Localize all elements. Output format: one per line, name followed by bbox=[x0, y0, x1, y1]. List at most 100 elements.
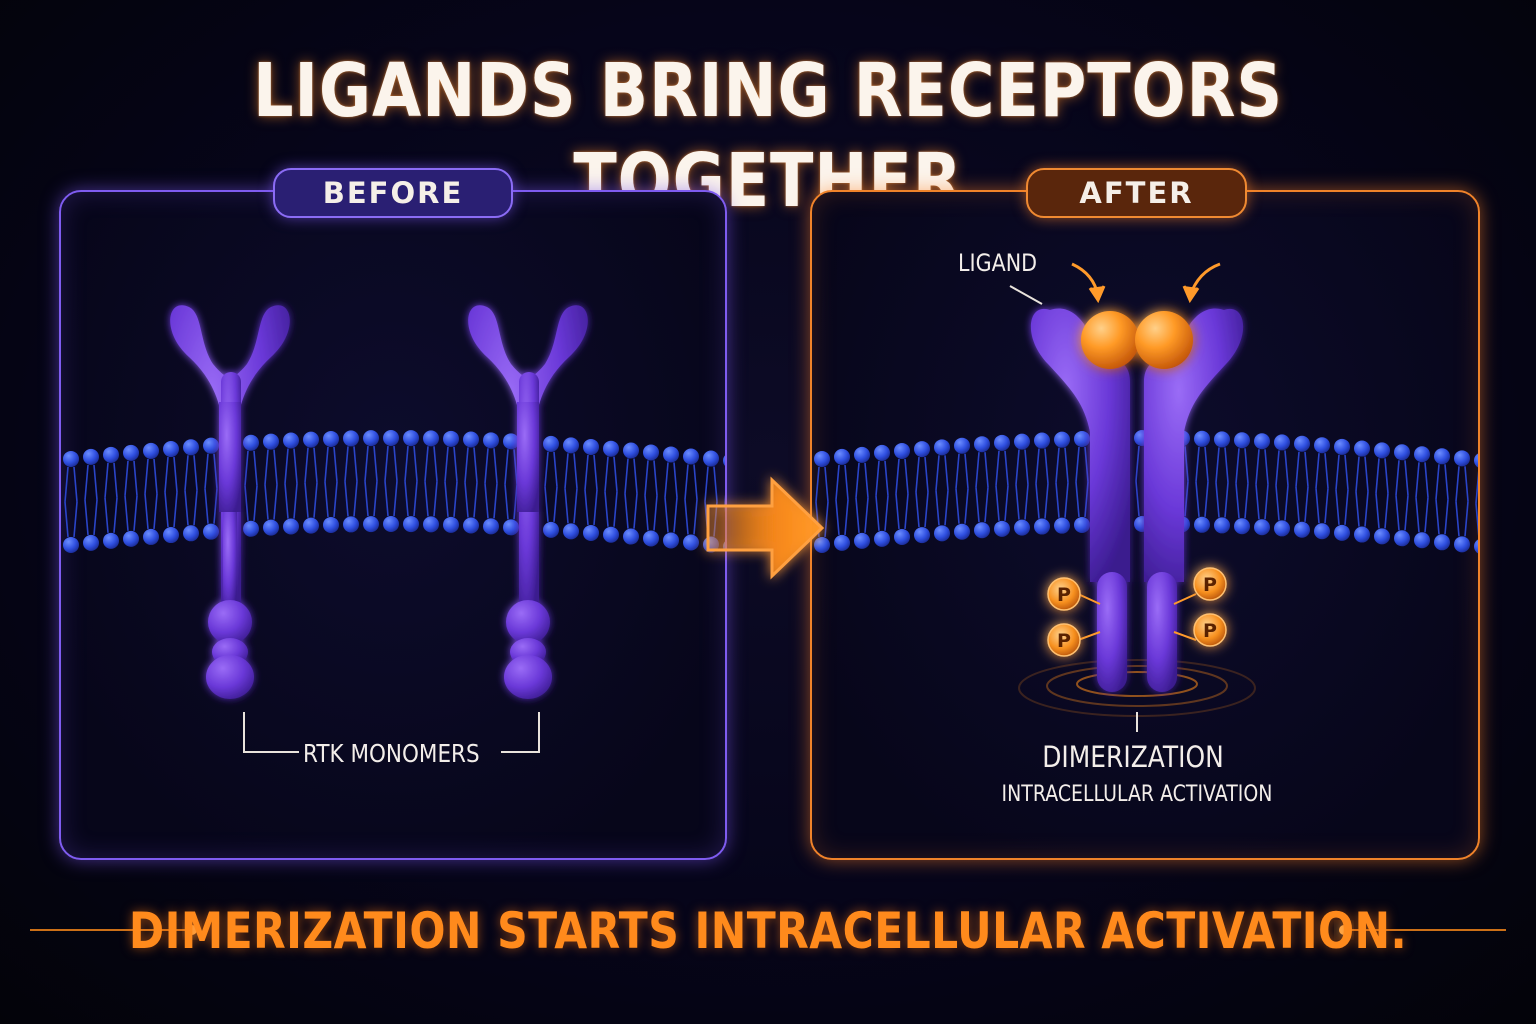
lipid-tail bbox=[1296, 452, 1299, 487]
lipid-tail bbox=[956, 489, 959, 524]
lipid-head bbox=[1354, 441, 1370, 457]
lipid-tail bbox=[1345, 455, 1348, 490]
lipid-tail bbox=[625, 459, 628, 494]
lipid-head bbox=[874, 531, 890, 547]
lipid-tail bbox=[916, 457, 919, 492]
lipid-tail bbox=[1385, 458, 1388, 493]
lipid-tail bbox=[925, 457, 928, 492]
lipid-head bbox=[363, 516, 379, 532]
lipid-tail bbox=[1396, 495, 1399, 530]
lipid-tail bbox=[896, 459, 899, 494]
phosphate-symbol: P bbox=[1057, 630, 1071, 652]
lipid-tail bbox=[825, 467, 828, 502]
phosphate-badge: P bbox=[1048, 578, 1080, 610]
lipid-head bbox=[403, 516, 419, 532]
lipid-head bbox=[1034, 433, 1050, 449]
lipid-tail bbox=[1285, 450, 1288, 485]
lipid-head bbox=[854, 533, 870, 549]
lipid-tail bbox=[945, 455, 948, 490]
lipid-head bbox=[854, 447, 870, 463]
phosphate-badge: P bbox=[1194, 568, 1226, 600]
lipid-tail bbox=[485, 448, 488, 483]
lipid-head bbox=[1194, 431, 1210, 447]
lipid-tail bbox=[1205, 447, 1208, 482]
lipid-tail bbox=[454, 447, 457, 482]
lipid-tail bbox=[605, 457, 608, 492]
lipid-tail bbox=[856, 498, 859, 533]
lipid-tail bbox=[1336, 455, 1339, 490]
lipid-tail bbox=[1456, 466, 1459, 501]
lipid-tail bbox=[165, 457, 168, 492]
lipid-tail bbox=[654, 460, 657, 495]
lipid-tail bbox=[896, 494, 899, 529]
lipid-head bbox=[283, 433, 299, 449]
lipid-tail bbox=[294, 449, 297, 484]
lipid-head bbox=[1274, 434, 1290, 450]
lipid-tail bbox=[265, 450, 268, 485]
lipid-tail bbox=[354, 481, 357, 516]
lipid-head bbox=[1014, 434, 1030, 450]
lipid-tail bbox=[474, 482, 477, 517]
lipid-tail bbox=[836, 465, 839, 500]
lipid-tail bbox=[134, 496, 137, 531]
lipid-head bbox=[283, 519, 299, 535]
ligand-arrows bbox=[1072, 264, 1220, 300]
lipid-head bbox=[914, 441, 930, 457]
lipid-tail bbox=[1036, 484, 1039, 519]
lipid-head bbox=[543, 436, 559, 452]
lipid-head bbox=[1374, 528, 1390, 544]
lipid-tail bbox=[194, 490, 197, 525]
lipid-tail bbox=[1136, 446, 1139, 481]
lipid-head bbox=[1294, 436, 1310, 452]
lipid-tail bbox=[505, 484, 508, 519]
rtk-monomers-label: RTK MONOMERS bbox=[303, 739, 480, 768]
lipid-tail bbox=[885, 496, 888, 531]
lipid-tail bbox=[1256, 449, 1259, 484]
lipid-tail bbox=[1305, 487, 1308, 522]
lipid-tail bbox=[1276, 450, 1279, 485]
lipid-tail bbox=[936, 490, 939, 525]
lipid-tail bbox=[705, 467, 708, 502]
lipid-tail bbox=[334, 482, 337, 517]
lipid-head bbox=[703, 451, 719, 467]
lipid-tail bbox=[714, 467, 717, 502]
intracellular-activation-label: INTRACELLULAR ACTIVATION bbox=[1002, 782, 1267, 807]
lipid-tail bbox=[674, 497, 677, 532]
cell-membrane bbox=[61, 430, 725, 555]
lipid-tail bbox=[74, 467, 77, 502]
lipid-head bbox=[243, 435, 259, 451]
lipid-head bbox=[303, 432, 319, 448]
lipid-tail bbox=[1445, 464, 1448, 499]
lipid-head bbox=[874, 445, 890, 461]
lipid-tail bbox=[1065, 448, 1068, 483]
lipid-tail bbox=[1216, 447, 1219, 482]
lipid-tail bbox=[1336, 490, 1339, 525]
lipid-tail bbox=[305, 448, 308, 483]
lipid-tail bbox=[434, 446, 437, 481]
lipid-head bbox=[603, 441, 619, 457]
lipid-tail bbox=[545, 452, 548, 487]
lipid-tail bbox=[1225, 447, 1228, 482]
lipid-head bbox=[83, 535, 99, 551]
dimerization-label: DIMERIZATION bbox=[1019, 740, 1248, 774]
lipid-tail bbox=[294, 484, 297, 519]
ligand-label: LIGAND bbox=[958, 249, 1037, 277]
lipid-tail bbox=[554, 452, 557, 487]
lipid-tail bbox=[905, 494, 908, 529]
lipid-tail bbox=[485, 483, 488, 518]
lipid-tail bbox=[254, 486, 257, 521]
lipid-tail bbox=[1316, 453, 1319, 488]
lipid-tail bbox=[314, 483, 317, 518]
lipid-tail bbox=[345, 481, 348, 516]
lipid-tail bbox=[976, 487, 979, 522]
lipid-head bbox=[63, 537, 79, 553]
lipid-tail bbox=[1456, 501, 1459, 536]
lipid-tail bbox=[1076, 447, 1079, 482]
phosphate-badge: P bbox=[1048, 624, 1080, 656]
lipid-tail bbox=[965, 489, 968, 524]
lipid-tail bbox=[996, 486, 999, 521]
lipid-tail bbox=[94, 465, 97, 500]
lipid-head bbox=[203, 438, 219, 454]
lipid-head bbox=[683, 448, 699, 464]
lipid-tail bbox=[685, 464, 688, 499]
